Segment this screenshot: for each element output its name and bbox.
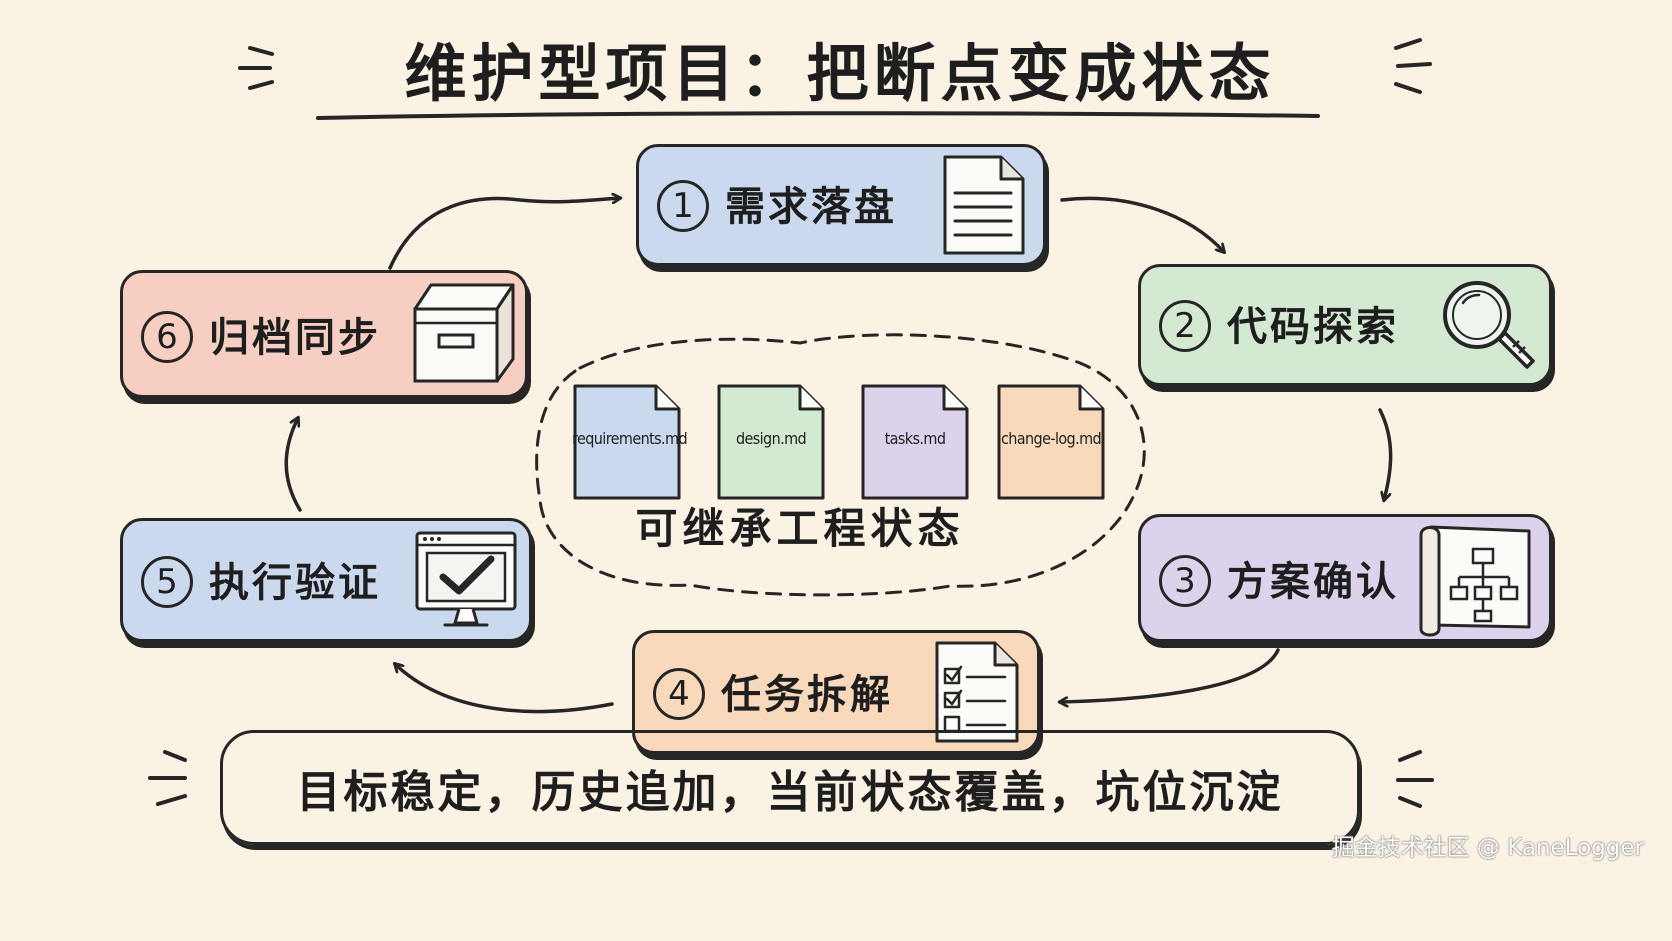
archive-box-icon	[413, 283, 515, 383]
state-file-change-log: change-log.md	[996, 383, 1106, 501]
summary-text: 目标稳定，历史追加，当前状态覆盖，坑位沉淀	[296, 766, 1284, 818]
arrow-6-to-1	[388, 198, 620, 270]
step-6-card: 6 归档同步	[120, 270, 528, 398]
step-number-1: 1	[657, 180, 709, 232]
blueprint-icon	[1419, 525, 1531, 637]
arrow-5-to-6	[284, 418, 302, 512]
step-number-3: 3	[1159, 555, 1211, 607]
state-cloud-outline	[535, 333, 1146, 597]
step-label-5: 执行验证	[209, 560, 381, 606]
step-label-6: 归档同步	[209, 315, 381, 361]
checklist-icon	[935, 641, 1019, 743]
arrow-2-to-3	[1378, 408, 1393, 500]
title-underline	[316, 111, 1320, 120]
step-4-card: 4 任务拆解	[632, 630, 1040, 754]
title-dash-marks-right	[1394, 38, 1432, 94]
step-1-card: 1 需求落盘	[636, 144, 1046, 266]
file-name-change-log: change-log.md	[1000, 429, 1102, 448]
document-icon	[943, 155, 1025, 255]
step-number-6: 6	[141, 311, 193, 363]
state-file-design: design.md	[716, 383, 826, 501]
state-file-tasks: tasks.md	[860, 383, 970, 501]
file-name-tasks: tasks.md	[884, 429, 946, 448]
file-change-log-icon	[997, 384, 1105, 500]
summary-dash-marks-right	[1396, 750, 1434, 808]
monitor-check-icon	[415, 531, 517, 627]
step-label-2: 代码探索	[1227, 304, 1399, 350]
summary-banner: 目标稳定，历史追加，当前状态覆盖，坑位沉淀	[220, 730, 1360, 845]
file-name-requirements: requirements.md	[572, 429, 688, 448]
summary-dash-marks-left	[148, 750, 187, 806]
watermark: 掘金技术社区 @ KaneLogger	[1331, 835, 1644, 861]
arrow-3-to-4	[1060, 648, 1280, 702]
step-2-card: 2 代码探索	[1138, 264, 1552, 386]
magnifier-icon	[1443, 281, 1535, 369]
arrow-1-to-2	[1060, 196, 1224, 252]
step-number-4: 4	[653, 668, 705, 720]
state-file-requirements: requirements.md	[572, 383, 688, 501]
step-label-1: 需求落盘	[725, 184, 897, 230]
step-number-2: 2	[1159, 300, 1211, 352]
step-5-card: 5 执行验证	[120, 518, 532, 642]
page-title: 维护型项目：把断点变成状态	[404, 37, 1276, 110]
state-label: 可继承工程状态	[635, 504, 965, 553]
file-tasks-icon	[861, 384, 969, 500]
file-requirements-icon	[573, 384, 681, 500]
step-3-card: 3 方案确认	[1138, 514, 1552, 642]
file-design-icon	[717, 384, 825, 500]
title-dash-marks-left	[238, 46, 274, 90]
arrow-4-to-5	[395, 664, 614, 714]
file-name-design: design.md	[735, 429, 807, 448]
step-label-4: 任务拆解	[721, 672, 893, 718]
step-number-5: 5	[141, 556, 193, 608]
step-label-3: 方案确认	[1227, 559, 1399, 605]
